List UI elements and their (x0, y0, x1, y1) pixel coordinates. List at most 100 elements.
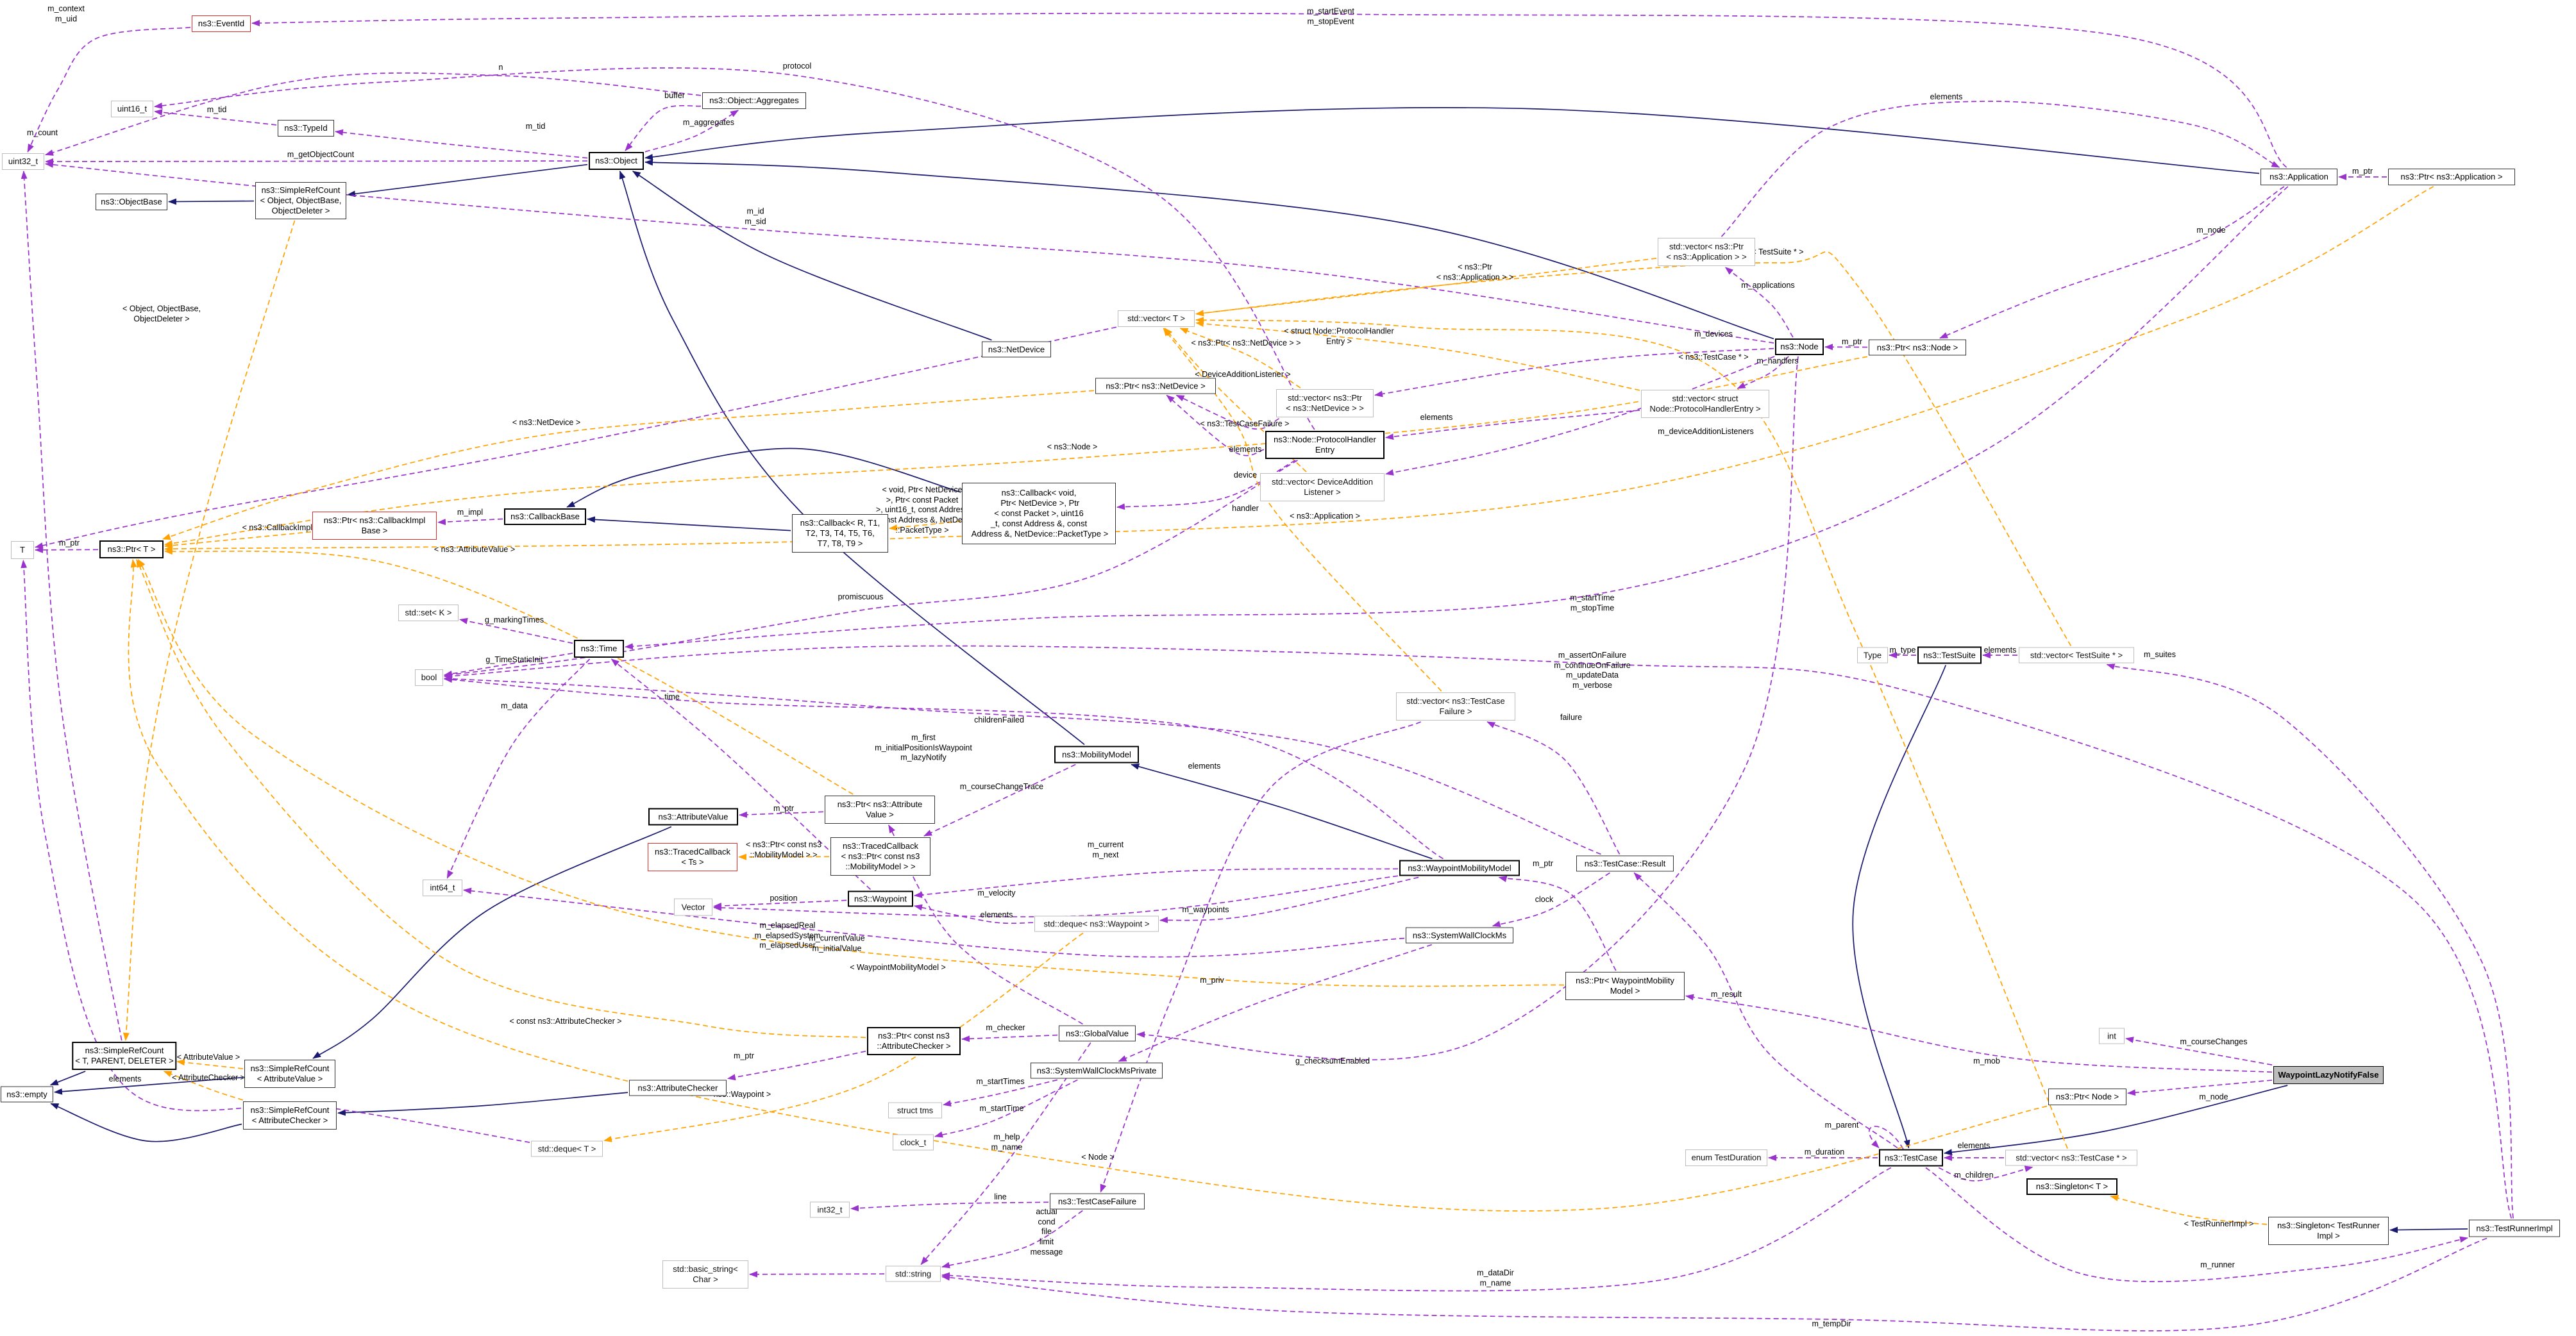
class-box-ptrav[interactable]: ns3::Ptr< ns3::Attribute Value > (825, 796, 935, 824)
class-box-attrchk[interactable]: ns3::AttributeChecker (629, 1080, 727, 1096)
class-box-netdevice[interactable]: ns3::NetDevice (982, 341, 1051, 358)
class-box-tms[interactable]: struct tms (888, 1102, 942, 1119)
edge-ptrnode3-ptrT (164, 356, 1868, 547)
class-box-attrval[interactable]: ns3::AttributeValue (648, 808, 738, 826)
class-box-dequeT[interactable]: std::deque< T > (531, 1140, 603, 1157)
class-box-int32[interactable]: int32_t (810, 1201, 850, 1218)
edge-ptrav-attrval (739, 811, 824, 818)
class-box-basicstr[interactable]: std::basic_string< Char > (662, 1260, 748, 1289)
class-box-nodephe[interactable]: ns3::Node::ProtocolHandler Entry (1265, 431, 1385, 459)
class-box-setK[interactable]: std::set< K > (398, 605, 459, 621)
edge-nodephe-ptrnd (1166, 394, 1265, 456)
edge-ptrcib-ptrT (164, 531, 312, 549)
class-box-ptrnode3[interactable]: ns3::Ptr< ns3::Node > (1869, 339, 1966, 356)
class-box-vecptrnd[interactable]: std::vector< ns3::Ptr < ns3::NetDevice >… (1276, 389, 1374, 417)
edge-testcase-tcresult (1633, 872, 1898, 1149)
edge-node-uint32 (45, 161, 1774, 344)
edge-ptrwmm-wmm (1498, 876, 1617, 971)
class-box-vectc[interactable]: std::vector< ns3::TestCase * > (2005, 1149, 2137, 1166)
class-box-testsuite[interactable]: ns3::TestSuite (1917, 646, 1982, 664)
class-box-swcm[interactable]: ns3::SystemWallClockMs (1406, 927, 1513, 944)
class-box-srcobj[interactable]: ns3::SimpleRefCount < Object, ObjectBase… (255, 182, 346, 219)
class-box-vects[interactable]: std::vector< TestSuite * > (2019, 647, 2134, 664)
class-box-srcav[interactable]: ns3::SimpleRefCount < AttributeValue > (244, 1060, 335, 1088)
class-box-tcresult[interactable]: ns3::TestCase::Result (1576, 855, 1674, 872)
edge-tri-stdstr (941, 1237, 2488, 1332)
class-box-uint32[interactable]: uint32_t (2, 153, 44, 170)
class-box-cbgen[interactable]: ns3::Callback< R, T1, T2, T3, T4, T5, T6… (792, 514, 888, 553)
class-box-int[interactable]: int (2099, 1028, 2125, 1044)
class-box-ptrNode[interactable]: ns3::Ptr< Node > (2048, 1089, 2126, 1105)
class-box-swcmp[interactable]: ns3::SystemWallClockMsPrivate (1031, 1062, 1163, 1079)
class-box-mm[interactable]: ns3::MobilityModel (1054, 746, 1139, 764)
edge-wmm-vector (713, 875, 1399, 917)
class-box-clockt[interactable]: clock_t (893, 1134, 934, 1151)
edge-wmm-dequewp (1159, 876, 1419, 923)
class-box-testcase[interactable]: ns3::TestCase (1879, 1149, 1943, 1167)
class-box-objectbase[interactable]: ns3::ObjectBase (96, 194, 167, 210)
edge-swcm-int64 (463, 887, 1405, 958)
edge-dequewp-dequeT (603, 932, 1084, 1142)
class-box-cbbase[interactable]: ns3::CallbackBase (504, 508, 586, 525)
edge-nodephe-uint16 (154, 67, 1315, 430)
edge-node-gval (1136, 356, 1799, 1061)
class-box-vecT[interactable]: std::vector< T > (1118, 310, 1195, 327)
class-box-vector[interactable]: Vector (674, 898, 712, 916)
class-box-dequewp[interactable]: std::deque< ns3::Waypoint > (1034, 915, 1159, 932)
class-box-ptrcac[interactable]: ns3::Ptr< const ns3 ::AttributeChecker > (867, 1027, 961, 1055)
class-box-object[interactable]: ns3::Object (589, 152, 644, 170)
class-box-cbvoid[interactable]: ns3::Callback< void, Ptr< NetDevice >, P… (962, 483, 1116, 544)
class-box-gval[interactable]: ns3::GlobalValue (1059, 1025, 1136, 1042)
edge-app-time (625, 186, 2289, 650)
class-box-wlnf[interactable]: WaypointLazyNotifyFalse (2273, 1066, 2384, 1084)
class-box-vecdal[interactable]: std::vector< DeviceAddition Listener > (1260, 473, 1385, 501)
edge-swcmp-tms (943, 1079, 1058, 1106)
class-box-srcac[interactable]: ns3::SimpleRefCount < AttributeChecker > (243, 1101, 337, 1130)
class-box-vecphe[interactable]: std::vector< struct Node::ProtocolHandle… (1641, 390, 1769, 418)
class-box-empty[interactable]: ns3::empty (1, 1086, 53, 1103)
class-box-srcgen[interactable]: ns3::SimpleRefCount < T, PARENT, DELETER… (72, 1042, 177, 1070)
class-box-tri[interactable]: ns3::TestRunnerImpl (2469, 1219, 2560, 1237)
class-box-app[interactable]: ns3::Application (2260, 169, 2337, 185)
class-box-wmm[interactable]: ns3::WaypointMobilityModel (1399, 860, 1520, 876)
edge-attrval-srcav (312, 826, 672, 1059)
class-box-tcf[interactable]: ns3::TestCaseFailure (1050, 1193, 1145, 1210)
edge-vecptrapp-app (1721, 101, 2280, 237)
class-box-eventid[interactable]: ns3::EventId (192, 15, 251, 32)
class-box-tcbgen[interactable]: ns3::TracedCallback < Ts > (648, 843, 737, 871)
edge-wlnf-ptrNode (2127, 1080, 2273, 1096)
class-box-typeid[interactable]: ns3::TypeId (278, 120, 334, 137)
edge-node-vecphe (1737, 356, 1789, 389)
class-box-uint16[interactable]: uint16_t (111, 101, 153, 117)
class-box-bool[interactable]: bool (415, 669, 443, 686)
edge-srcav-srcgen (176, 1059, 244, 1069)
class-box-aggregates[interactable]: ns3::Object::Aggregates (702, 92, 806, 109)
class-box-ptrcib[interactable]: ns3::Ptr< ns3::CallbackImpl Base > (312, 512, 437, 540)
class-box-time[interactable]: ns3::Time (574, 640, 624, 658)
class-box-enumtd[interactable]: enum TestDuration (1685, 1149, 1767, 1166)
edge-wlnf-int (2125, 1037, 2273, 1065)
edge-ptrT-T (35, 546, 99, 553)
class-box-waypoint[interactable]: ns3::Waypoint (848, 890, 913, 907)
class-box-vectcf[interactable]: std::vector< ns3::TestCase Failure > (1396, 692, 1515, 721)
class-box-singT[interactable]: ns3::Singleton< T > (2026, 1178, 2117, 1195)
class-box-node[interactable]: ns3::Node (1775, 338, 1824, 355)
edge-vecptrnd-ptrnd (1175, 394, 1279, 430)
class-box-ptrT[interactable]: ns3::Ptr< T > (99, 540, 164, 558)
class-box-ptrapp[interactable]: ns3::Ptr< ns3::Application > (2388, 169, 2515, 185)
edge-srcav-empty (54, 1076, 244, 1095)
class-box-singtri[interactable]: ns3::Singleton< TestRunner Impl > (2268, 1217, 2389, 1245)
edge-tri-bool (444, 645, 2513, 1219)
class-box-ptrnd[interactable]: ns3::Ptr< ns3::NetDevice > (1095, 378, 1216, 394)
edge-swcmp-clockt (934, 1079, 1078, 1138)
class-box-type[interactable]: Type (1857, 647, 1888, 664)
edge-cbbase-ptrcib (437, 518, 503, 526)
class-box-int64[interactable]: int64_t (423, 880, 462, 896)
edge-ptrapp-ptrT (164, 186, 2434, 553)
edge-ptrav-ptrT (164, 548, 854, 795)
class-box-tcbmm[interactable]: ns3::TracedCallback < ns3::Ptr< const ns… (830, 837, 930, 876)
class-box-ptrwmm[interactable]: ns3::Ptr< WaypointMobility Model > (1565, 972, 1685, 1000)
class-box-stdstr[interactable]: std::string (886, 1265, 941, 1282)
class-box-vecptrapp[interactable]: std::vector< ns3::Ptr < ns3::Application… (1658, 238, 1755, 266)
class-box-T[interactable]: T (11, 541, 34, 559)
